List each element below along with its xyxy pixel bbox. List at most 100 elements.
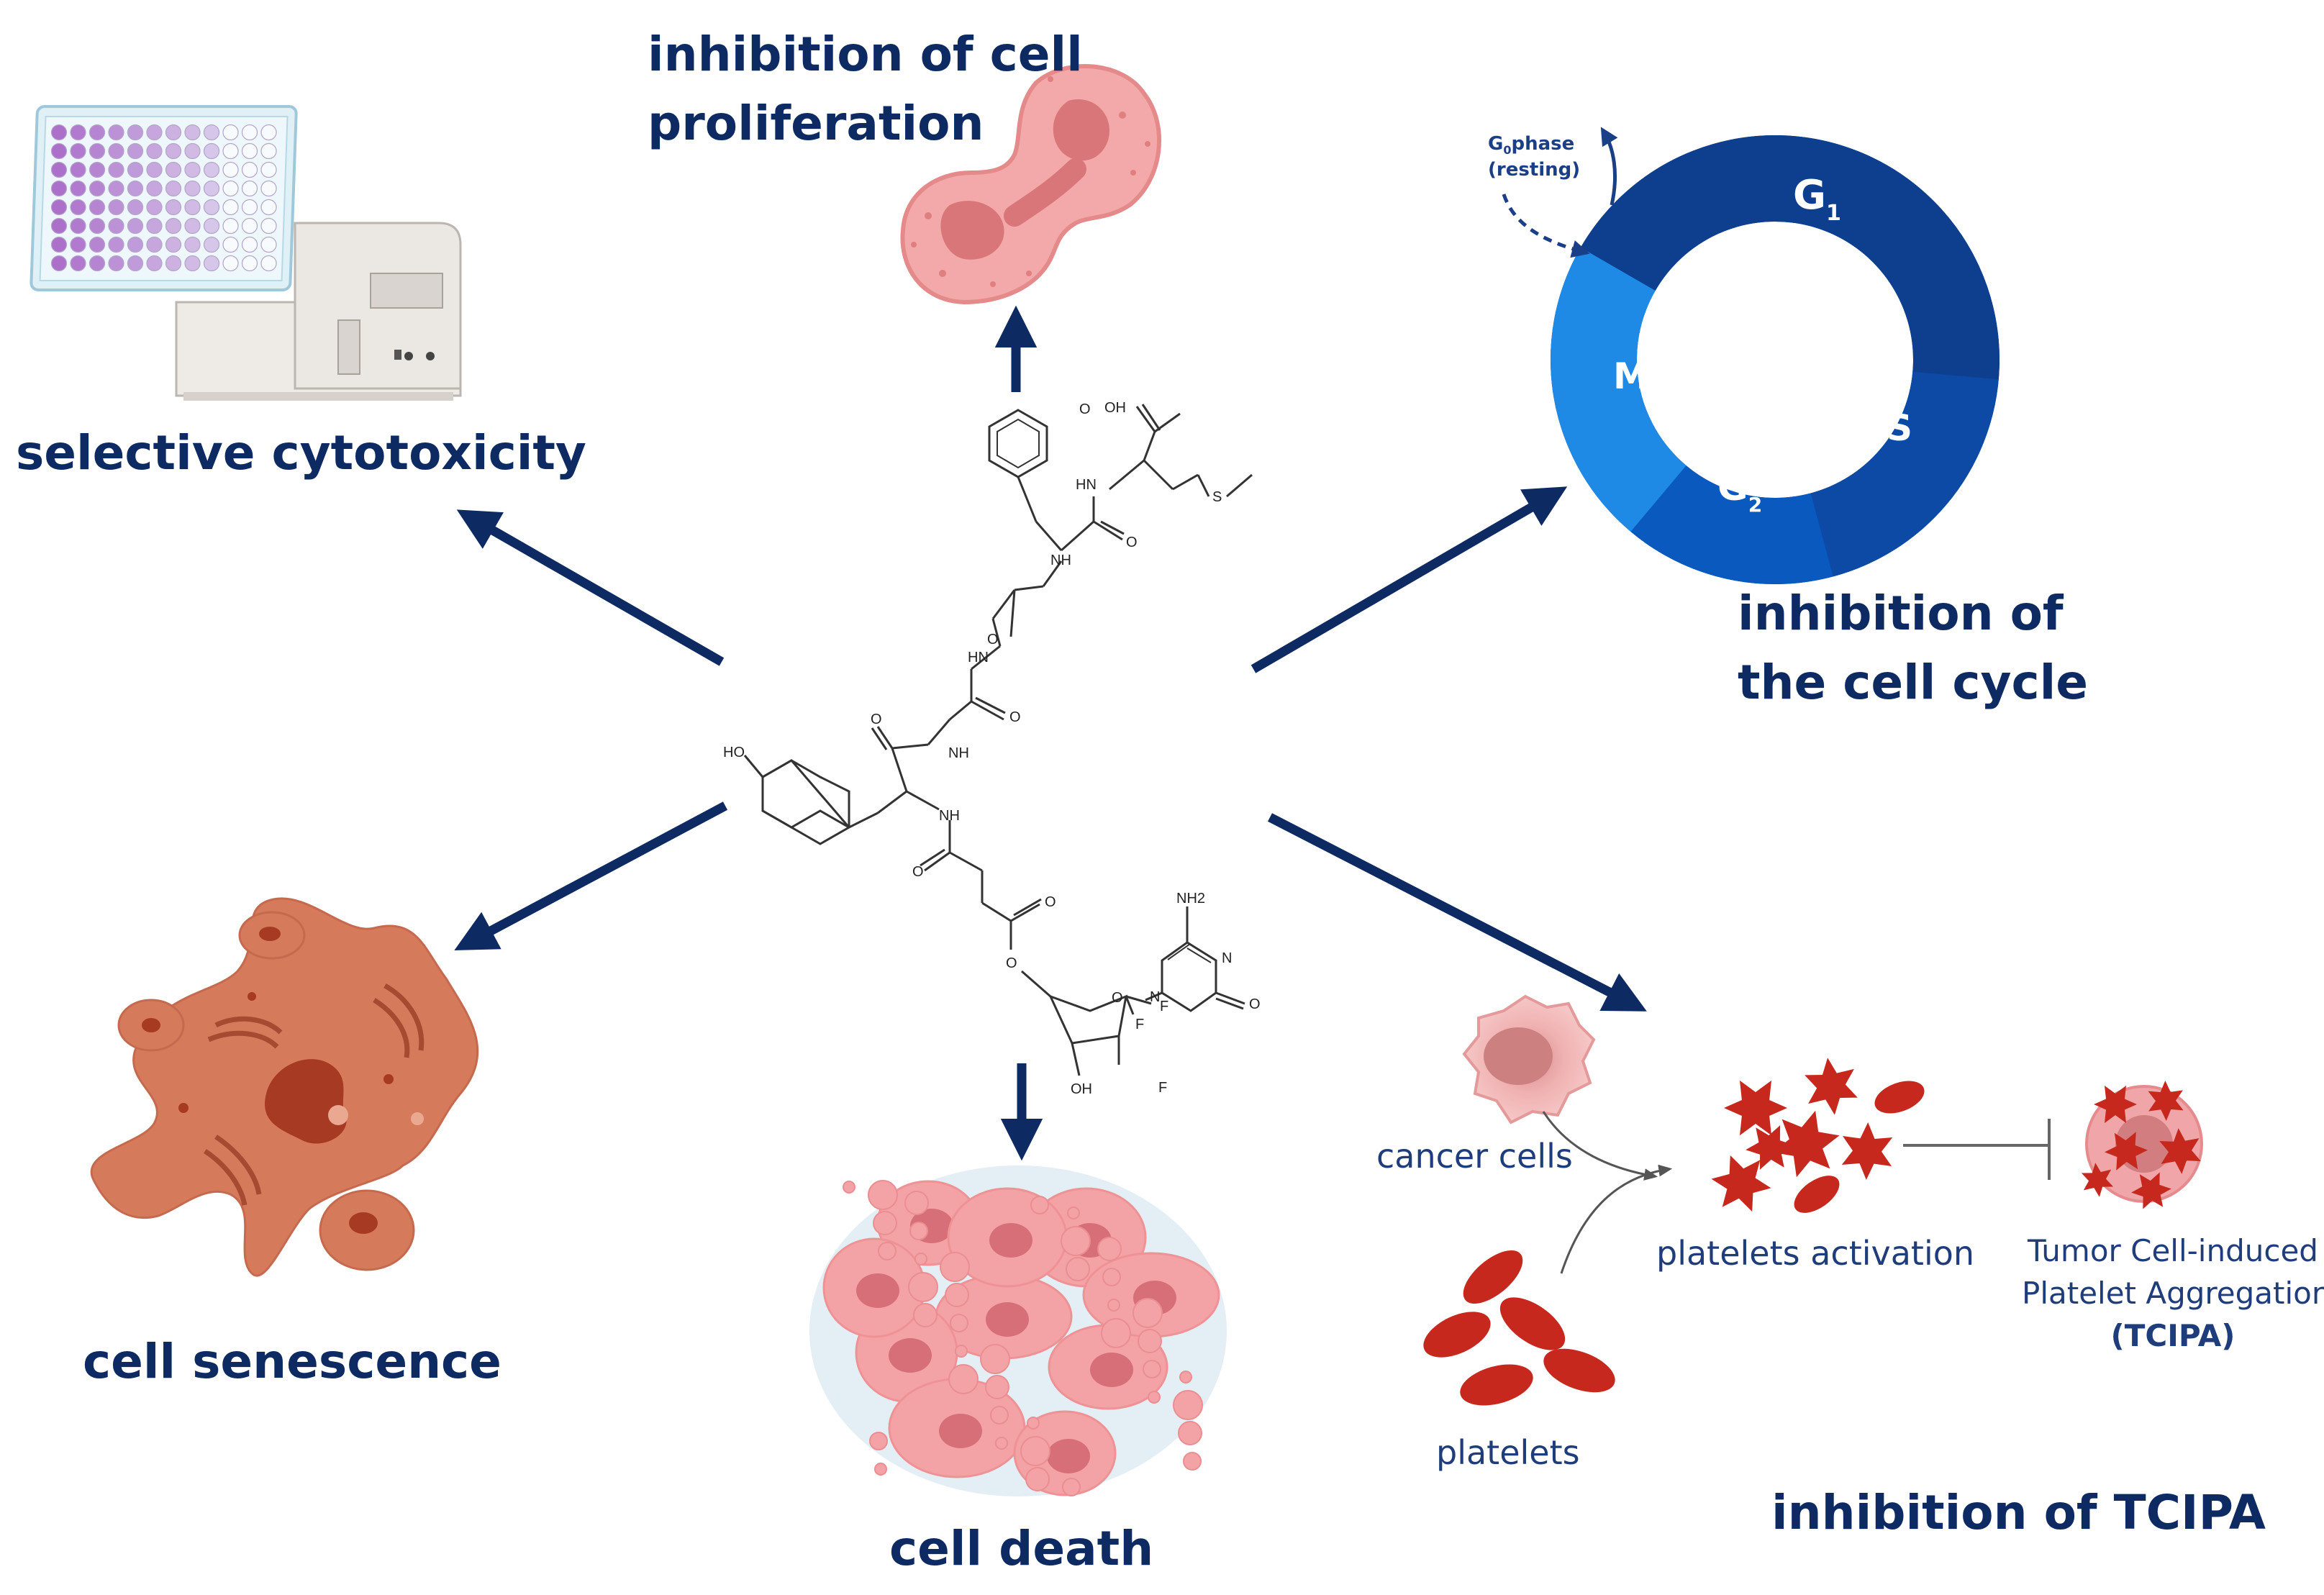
label-inhibition-proliferation: inhibition of cell proliferation [648,20,1083,158]
apoptotic-fragment [1027,1417,1040,1430]
label-cell-death: cell death [889,1521,1154,1576]
plate-well [241,180,258,197]
platelet-disc [1874,1081,1925,1114]
apoptotic-fragment [904,1191,929,1215]
apoptotic-fragment [909,1222,928,1240]
svg-text:NH: NH [948,745,969,761]
plate-well [184,161,201,178]
apoptotic-nucleus [1047,1439,1090,1473]
apoptotic-nucleus [989,1223,1032,1258]
plate-well [165,236,182,253]
plate-well [241,124,258,141]
plate-well [127,180,144,197]
apoptotic-fragment [874,1463,887,1476]
plate-well [260,236,277,253]
apoptotic-fragment [1179,1371,1192,1383]
svg-text:O: O [871,712,882,727]
apoptotic-fragment [1133,1298,1163,1328]
activated-platelet [2105,1132,2148,1171]
activated-platelet [1772,1110,1840,1178]
tcipa-illustration [1423,994,2203,1406]
apoptotic-fragment [1020,1436,1050,1466]
plate-well [165,217,182,235]
cell-death-illustration [809,1165,1227,1496]
plate-well [127,217,144,235]
plate-well [70,161,86,178]
plate-well [165,199,182,216]
plate-well [203,217,220,235]
label-cell-cycle-line1: inhibition of [1738,586,2064,641]
plate-well [70,199,86,216]
svg-text:O: O [1006,955,1017,971]
phase-g2-label: G2 [1717,466,1762,517]
apoptotic-fragment [913,1303,938,1327]
apoptotic-fragment [1061,1226,1091,1256]
apoptotic-fragment [1101,1318,1131,1348]
cancer-cell-icon [1462,994,1596,1124]
plate-well [108,142,124,160]
plate-well [260,199,277,216]
svg-text:F: F [1158,1080,1167,1096]
plate-well [146,236,163,253]
apoptotic-fragment [1062,1478,1081,1496]
plate-well [203,236,220,253]
plate-well [165,255,182,272]
apoptotic-fragment [1148,1391,1161,1404]
resting-platelets-icon [1423,1250,1615,1406]
label-proliferation-line1: inhibition of cell [648,27,1083,82]
svg-text:F: F [1135,1017,1144,1032]
svg-text:NH: NH [939,808,960,824]
plate-well [203,180,220,197]
plate-well [165,124,182,141]
svg-text:O: O [1249,996,1261,1012]
activated-platelet [2094,1086,2137,1123]
svg-text:N: N [1222,950,1232,966]
plate-well [70,255,86,272]
plate-well [184,180,201,197]
plate-well [260,255,277,272]
senescent-cell-illustration [90,897,479,1277]
svg-text:G0phase: G0phase [1488,133,1574,157]
plate-well [222,217,239,235]
plate-well [88,236,106,253]
plate-reader-illustration [29,105,462,401]
apoptotic-fragment [990,1406,1009,1424]
apoptotic-fragment [995,1437,1008,1450]
plate-well [127,161,144,178]
label-cell-cycle-line2: the cell cycle [1738,654,2089,710]
apoptotic-fragment [908,1272,938,1302]
svg-text:O: O [1126,535,1138,550]
plate-well [165,180,182,197]
molecule-structure [743,404,1253,1076]
apoptotic-fragment [868,1180,898,1210]
apoptotic-fragment [869,1432,888,1450]
activated-platelet [2148,1081,2184,1121]
activated-platelets-icon [1711,1058,1925,1213]
plate-well [108,199,124,216]
plate-well [108,161,124,178]
apoptotic-fragment [1030,1196,1049,1214]
label-inhibition-cell-cycle: inhibition of the cell cycle [1738,579,2088,717]
svg-text:HO: HO [723,745,745,760]
plate-well [165,161,182,178]
plate-well [146,255,163,272]
label-cancer-cells: cancer cells [1376,1137,1573,1176]
activated-platelet [1746,1125,1794,1170]
activated-platelet [1724,1080,1787,1136]
svg-text:O: O [912,864,924,880]
arrow-to-cytotoxicity [456,509,725,666]
label-tcipa-definition: Tumor Cell-induced Platelet Aggregation … [2022,1230,2324,1357]
apoptotic-nucleus [1090,1353,1133,1387]
svg-text:HN: HN [1076,477,1097,493]
apoptotic-fragment [945,1283,969,1307]
plate-well [50,217,68,235]
plate-well [222,142,239,160]
arrows [454,305,1647,1161]
apoptotic-fragment [955,1345,968,1358]
plate-well [203,142,220,160]
plate-well [203,161,220,178]
plate-well [88,199,106,216]
apoptotic-nucleus [986,1302,1029,1337]
plate-well [70,217,86,235]
